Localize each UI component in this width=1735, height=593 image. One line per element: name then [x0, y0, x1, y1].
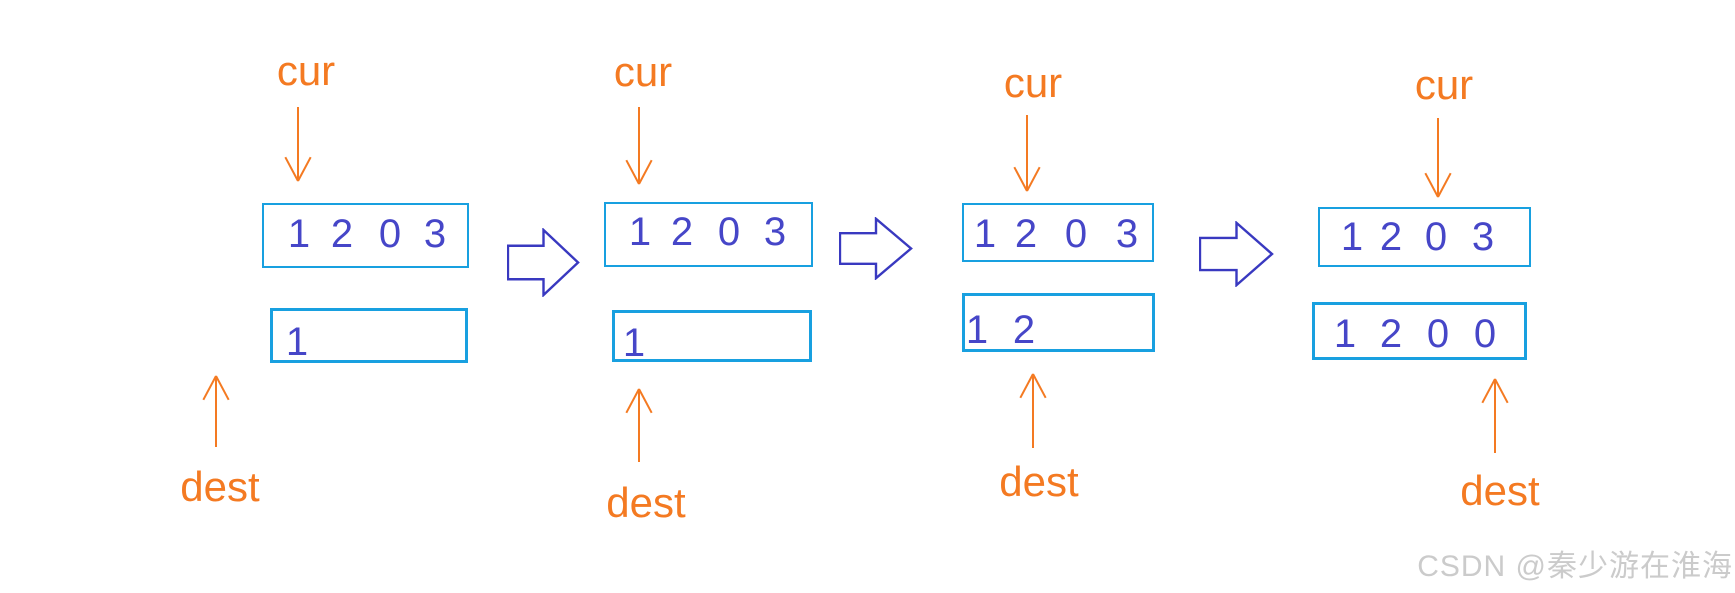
array-cell: 1 — [1333, 312, 1357, 356]
array-cell: 1 — [287, 212, 311, 256]
arrow-wing-right — [1437, 172, 1452, 198]
array-cell: 0 — [1424, 215, 1448, 259]
arrow-shaft — [297, 107, 299, 180]
dest-array-box — [962, 293, 1155, 352]
array-cell: 3 — [1115, 212, 1139, 256]
array-cell: 3 — [423, 212, 447, 256]
arrow-shaft — [1026, 115, 1028, 190]
array-cell: 1 — [285, 320, 309, 364]
transition-arrow-icon — [507, 228, 580, 297]
arrow-shaft — [215, 377, 217, 447]
cur-label: cur — [276, 47, 336, 94]
dest-label: dest — [999, 458, 1079, 505]
arrow-wing-left — [1032, 373, 1047, 399]
array-cell: 3 — [1471, 215, 1495, 259]
watermark: CSDN @秦少游在淮海 — [1417, 550, 1733, 583]
arrow-shaft — [1437, 118, 1439, 196]
array-cell: 0 — [378, 212, 402, 256]
dest-array-box — [270, 308, 468, 363]
arrow-shaft — [1494, 380, 1496, 453]
arrow-wing-right — [638, 159, 653, 185]
arrow-shaft — [638, 107, 640, 183]
cur-label: cur — [613, 48, 673, 95]
source-array-box — [262, 203, 469, 268]
dest-label: dest — [606, 479, 686, 526]
array-cell: 0 — [1426, 312, 1450, 356]
array-cell: 2 — [1014, 212, 1038, 256]
array-cell: 1 — [965, 308, 989, 352]
array-cell: 2 — [330, 212, 354, 256]
cur-label: cur — [1414, 61, 1474, 108]
arrow-shaft — [638, 390, 640, 462]
array-cell: 0 — [1064, 212, 1088, 256]
arrow-shaft — [1032, 375, 1034, 448]
cur-label: cur — [1003, 59, 1063, 106]
dest-array-box — [1312, 302, 1527, 360]
arrow-wing-left — [1494, 378, 1509, 404]
array-cell: 1 — [622, 321, 646, 365]
arrow-wing-left — [215, 375, 230, 401]
array-cell: 2 — [1012, 308, 1036, 352]
array-cell: 3 — [763, 210, 787, 254]
arrow-wing-right — [297, 156, 312, 182]
transition-arrow-icon — [839, 217, 913, 280]
arrow-wing-left — [638, 388, 653, 414]
transition-arrow-icon — [1199, 221, 1274, 287]
array-cell: 1 — [628, 210, 652, 254]
array-cell: 1 — [973, 212, 997, 256]
array-cell: 2 — [670, 210, 694, 254]
array-cell: 2 — [1379, 215, 1403, 259]
source-array-box — [962, 203, 1154, 262]
array-cell: 1 — [1340, 215, 1364, 259]
dest-array-box — [612, 310, 812, 362]
source-array-box — [604, 202, 813, 267]
array-cell: 0 — [1473, 312, 1497, 356]
array-cell: 0 — [717, 210, 741, 254]
array-cell: 2 — [1379, 312, 1403, 356]
dest-label: dest — [180, 463, 260, 510]
arrow-wing-right — [1026, 166, 1041, 192]
dest-label: dest — [1460, 467, 1540, 514]
source-array-box — [1318, 207, 1531, 267]
